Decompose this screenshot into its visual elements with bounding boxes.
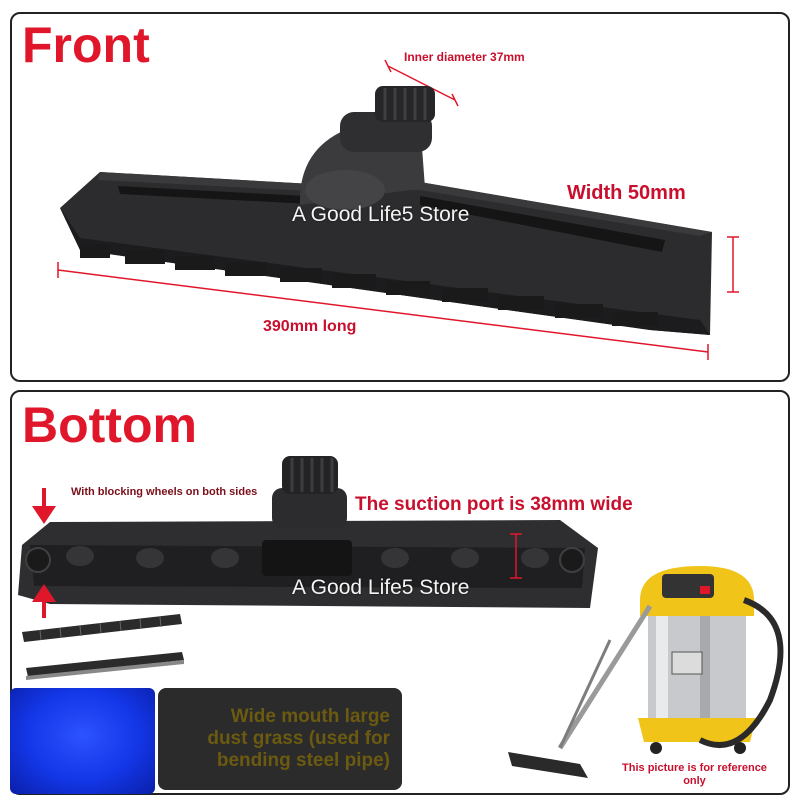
grass-note-text: Wide mouth large dust grass (used for be… <box>207 706 390 771</box>
wheels-note: With blocking wheels on both sides <box>71 486 258 498</box>
front-watermark: A Good Life5 Store <box>292 203 470 226</box>
suction-port-label: The suction port is 38mm wide <box>355 494 633 515</box>
inner-diameter-label: Inner diameter 37mm <box>404 50 525 64</box>
vacuum-cleaner-image <box>508 566 784 778</box>
bottom-heading: Bottom <box>22 397 197 453</box>
reference-note: This picture is for reference only <box>622 762 767 787</box>
front-nozzle-illustration <box>57 59 739 360</box>
length-label: 390mm long <box>263 318 357 335</box>
width-label: Width 50mm <box>567 182 686 204</box>
front-heading: Front <box>22 17 150 73</box>
grass-note-box: Wide mouth large dust grass (used for be… <box>158 688 402 790</box>
bottom-watermark: A Good Life5 Store <box>292 576 470 599</box>
color-swatch-block <box>10 688 155 794</box>
